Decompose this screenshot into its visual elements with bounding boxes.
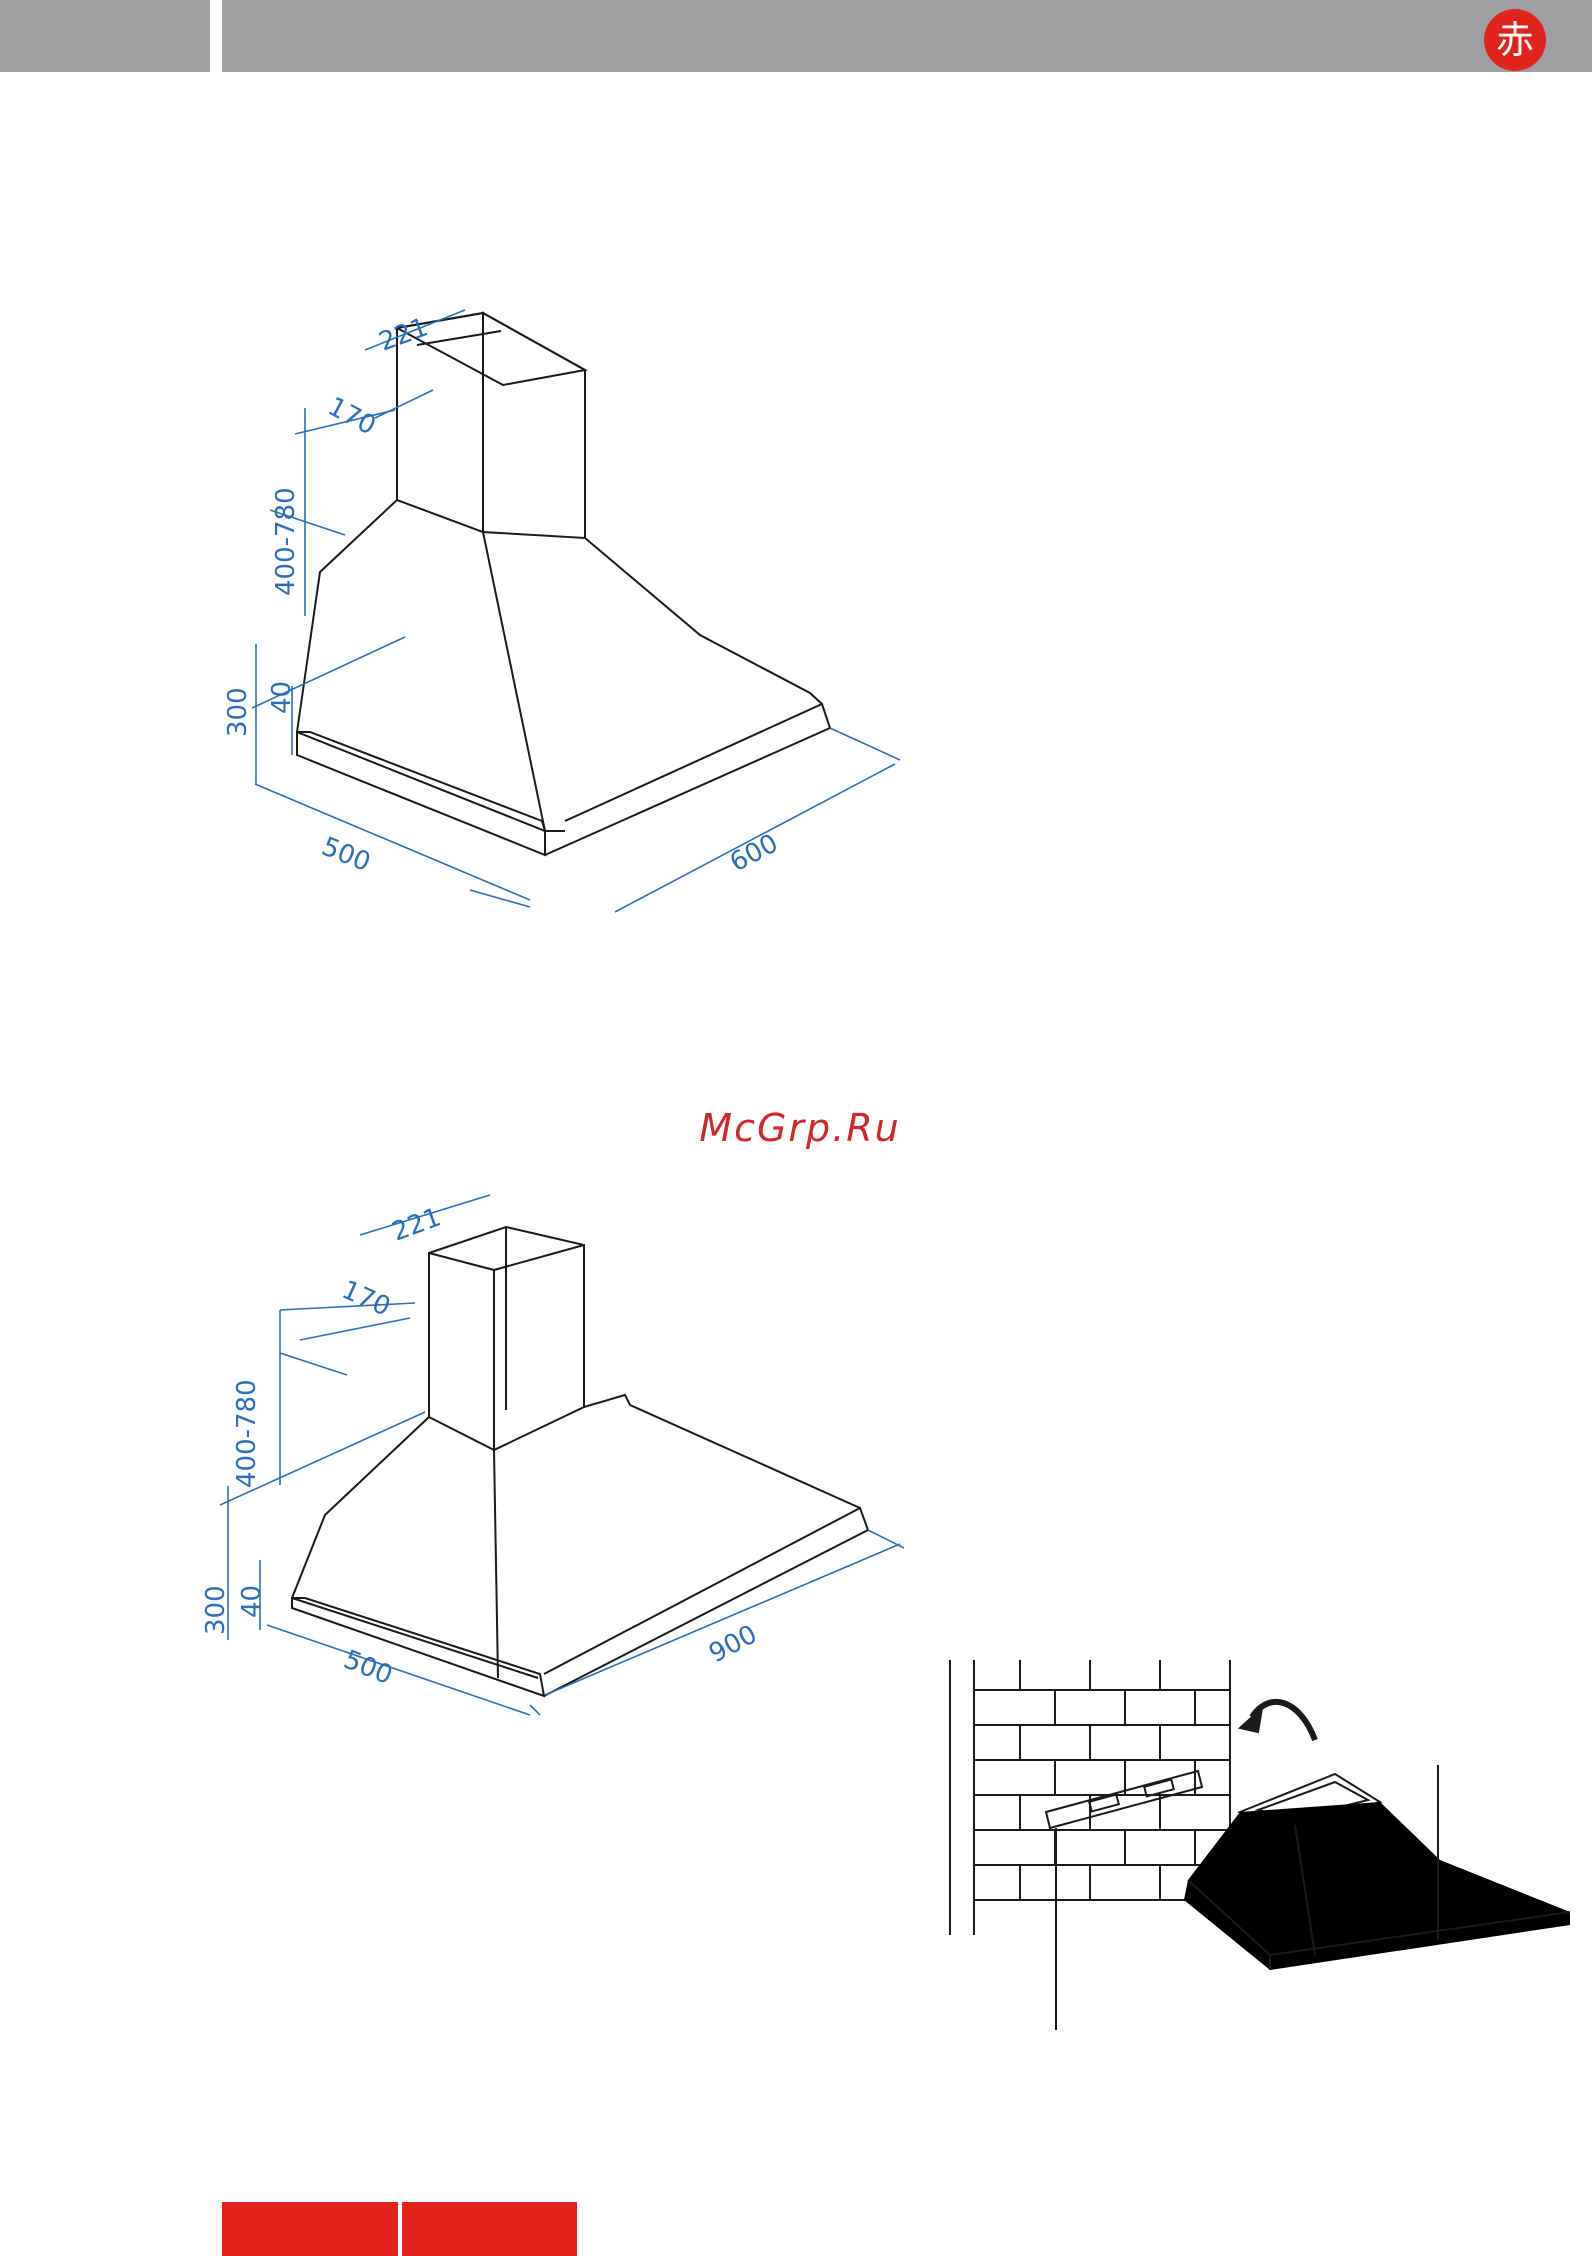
dim-rim-height: 40 <box>237 1585 267 1618</box>
dim-chimney-height: 400-780 <box>232 1379 262 1488</box>
footer-block-left <box>222 2202 398 2256</box>
installation-illustration <box>940 1650 1580 2030</box>
footer-block-right <box>402 2202 577 2256</box>
hood-body <box>1184 1765 1570 1970</box>
dimension-lines: 221 170 400-780 300 40 500 900 <box>201 1195 904 1715</box>
dim-chimney-width: 221 <box>375 312 432 357</box>
dim-body-height: 300 <box>201 1585 231 1635</box>
dim-chimney-height: 400-780 <box>271 487 301 596</box>
watermark-text: McGrp.Ru <box>600 1106 1000 1150</box>
hood-outline <box>297 313 830 855</box>
dim-width: 900 <box>704 1619 762 1669</box>
dim-chimney-width: 221 <box>388 1202 445 1247</box>
dim-rim-height: 40 <box>267 681 297 714</box>
dim-depth: 500 <box>317 832 374 878</box>
dim-chimney-depth: 170 <box>337 1275 395 1323</box>
hood-diagram-600: 221 170 400-780 300 40 500 600 <box>220 300 920 940</box>
dim-depth: 500 <box>339 1645 396 1691</box>
hood-diagram-900: 221 170 400-780 300 40 500 900 <box>200 1190 920 1750</box>
header-left-block <box>0 0 210 72</box>
dim-width: 600 <box>725 828 783 878</box>
header-bar <box>222 0 1592 72</box>
dimension-lines: 221 170 400-780 300 40 500 600 <box>223 310 900 912</box>
dim-chimney-depth: 170 <box>323 392 381 442</box>
brand-logo: 赤 <box>1484 9 1546 71</box>
rotation-arrow <box>1240 1702 1315 1740</box>
dim-body-height: 300 <box>223 687 253 737</box>
